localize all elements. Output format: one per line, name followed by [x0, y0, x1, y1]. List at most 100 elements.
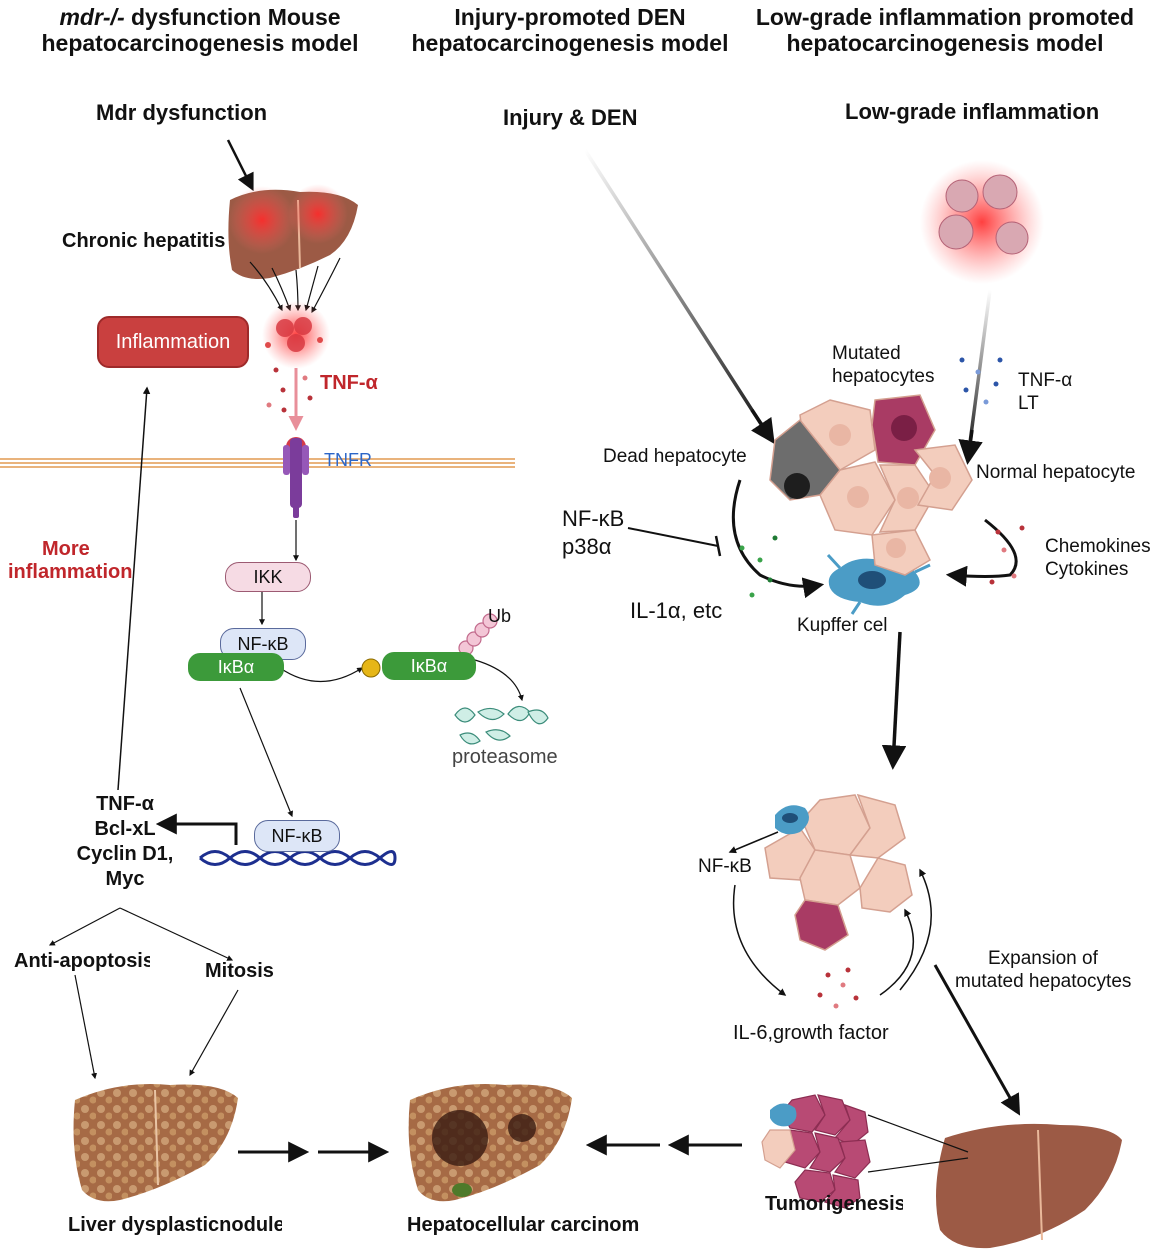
tumor-cluster	[777, 1094, 871, 1209]
label-mitosis: Mitosis	[205, 960, 274, 982]
label-tnf-alpha-left: TNF-α	[320, 372, 378, 394]
label-tnfr: TNFR	[324, 450, 372, 470]
arrow-nfkb-to-nucleus	[239, 687, 293, 818]
label-ub: Ub	[488, 606, 512, 626]
line-tumor-zoom-1	[867, 1114, 969, 1153]
arrow-more-inflammation	[117, 386, 151, 791]
expansion-kupffer	[775, 805, 809, 835]
label-dead-hepatocyte: Dead hepatocyte	[603, 446, 747, 467]
arrow-dead-to-kupffer	[731, 479, 825, 599]
tnf-alpha-dots	[266, 367, 313, 413]
label-expansion: Expansion of	[988, 948, 1098, 969]
header-left-rest: dysfunction Mouse	[124, 4, 341, 30]
header-right: Low-grade inflammation promoted hepatoca…	[750, 4, 1140, 56]
line-tumor-zoom-2	[867, 1157, 969, 1173]
ikba-box: IκBα	[188, 653, 284, 681]
label-normal-hepatocyte: Normal hepatocyte	[976, 462, 1136, 483]
label-dysplastic-nodule: Liver dysplasticnodule	[68, 1214, 282, 1236]
inflammatory-cells-cluster	[262, 301, 330, 369]
header-right-line2: hepatocarcinogenesis model	[786, 30, 1104, 56]
arrow-den-head	[750, 409, 775, 445]
arrow-nfkb-to-il6	[732, 884, 787, 996]
label-anti-apoptosis: Anti-apoptosis	[14, 950, 150, 972]
label-more: More	[42, 538, 90, 560]
label-cytokines: Cytokines	[1045, 559, 1129, 580]
arrow-ikba-phosphorylation	[279, 667, 364, 683]
liver-dysplastic-nodule	[73, 1084, 238, 1202]
chemokine-dots	[989, 525, 1025, 585]
label-tumorigenesis: Tumorigenesis	[765, 1193, 903, 1215]
header-middle-line1: Injury-promoted DEN	[454, 4, 686, 30]
liver-chronic-hepatitis	[228, 184, 358, 279]
inhibit-line-nfkb	[627, 527, 719, 547]
dna-helix	[199, 850, 397, 866]
expansion-cluster	[764, 793, 913, 951]
arrow-to-anti-apoptosis	[48, 907, 121, 946]
inflammation-box: Inflammation	[97, 316, 249, 368]
arrow-den-to-liver	[583, 149, 772, 439]
arrow-to-nfkb-right	[728, 831, 779, 854]
label-chronic-hepatitis: Chronic hepatitis	[62, 230, 226, 252]
label-tnf-alpha-right: TNF-α	[1018, 370, 1073, 391]
proteasome-icon	[454, 705, 549, 745]
target-tnf-alpha: TNF-α	[96, 793, 154, 815]
label-hcc: Hepatocellular carcinom	[407, 1214, 640, 1236]
arrow-inflammation-head	[958, 429, 983, 465]
target-cyclin-d1: Cyclin D1,	[76, 843, 174, 865]
header-right-line1: Low-grade inflammation promoted	[755, 4, 1135, 30]
label-il1: IL-1α, etc	[630, 598, 723, 623]
hepatocyte-nuclei	[784, 415, 951, 558]
arrow-mdr-to-liver	[226, 139, 254, 192]
header-left-italic: mdr-/-	[59, 4, 125, 30]
header-middle-line2: hepatocarcinogenesis model	[411, 30, 729, 56]
arrow-kupffer-to-expansion	[881, 631, 907, 770]
arrow-il6-to-cluster-1	[879, 908, 915, 996]
label-proteasome: proteasome	[452, 746, 558, 768]
ikba-phosphorylated-box: IκBα	[382, 652, 476, 680]
target-bcl-xl: Bcl-xL	[94, 818, 156, 840]
cell-membrane	[0, 458, 515, 468]
arrow-il6-to-cluster-2	[899, 868, 932, 991]
inflammatory-cells-right	[920, 160, 1044, 284]
arrow-transcription	[155, 813, 238, 845]
label-expansion-mutated: mutated hepatocytes	[955, 971, 1132, 992]
arrow-anti-apoptosis-to-nodule	[74, 974, 98, 1080]
label-chemokines: Chemokines	[1045, 536, 1151, 557]
label-nfkb-right: NF-κB	[698, 856, 752, 877]
arrow-to-mitosis	[119, 907, 234, 961]
header-left: mdr-/- dysfunction Mouse hepatocarcinoge…	[40, 4, 360, 56]
label-nfkb-middle: NF-κB	[562, 506, 625, 531]
tnf-lt-dots	[959, 357, 1003, 405]
ikk-box: IKK	[225, 562, 311, 592]
label-mutated-hepatocytes: hepatocytes	[832, 366, 935, 387]
ubiquitin-chain	[458, 613, 498, 656]
arrow-mitosis-to-nodule	[189, 989, 239, 1077]
tumor-cluster-normal	[761, 1103, 797, 1169]
tnfr-receptor	[283, 437, 309, 518]
label-lt: LT	[1018, 393, 1039, 414]
inhibit-bar	[714, 535, 722, 557]
label-low-grade-inflammation: Low-grade inflammation	[845, 99, 1100, 124]
arrow-normal-to-kupffer	[945, 518, 1018, 587]
label-more-inflammation: inflammation	[8, 561, 133, 583]
label-mutated: Mutated	[832, 343, 901, 364]
arrow-expansion-to-liver	[933, 964, 1021, 1116]
il6-dots	[817, 967, 859, 1009]
liver-tumor	[936, 1123, 1122, 1249]
il1-dots	[739, 535, 778, 598]
liver-hcc	[408, 1084, 572, 1202]
label-p38: p38α	[562, 534, 612, 559]
label-mdr-dysfunction: Mdr dysfunction	[96, 100, 268, 125]
label-injury-den: Injury & DEN	[503, 105, 638, 130]
header-middle: Injury-promoted DEN hepatocarcinogenesis…	[400, 4, 740, 56]
nfkb-nuclear-box: NF-κB	[254, 820, 340, 852]
phosphate-icon	[361, 658, 381, 678]
target-myc: Myc	[105, 868, 145, 890]
label-kupffer: Kupffer cel	[797, 615, 888, 636]
header-left-line2: hepatocarcinogenesis model	[41, 30, 359, 56]
target-genes: TNF-α Bcl-xL Cyclin D1, Myc	[60, 792, 190, 892]
arrow-to-proteasome	[474, 659, 524, 702]
label-il6: IL-6,growth factor	[733, 1022, 889, 1044]
